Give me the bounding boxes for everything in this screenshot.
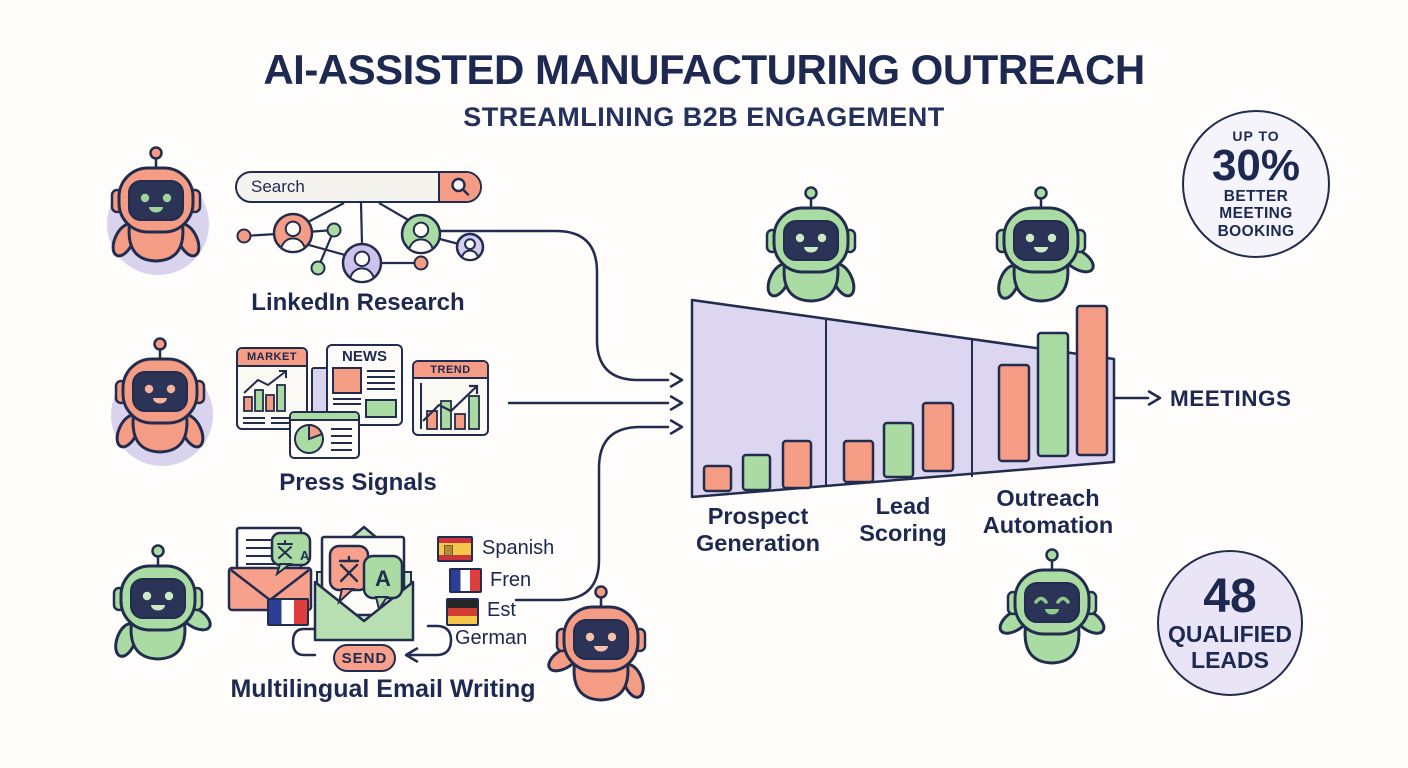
stage-label-lead-scoring: Lead Scoring — [813, 493, 993, 548]
page-title: AI-ASSISTED MANUFACTURING OUTREACH — [263, 46, 1145, 93]
trend-card-header: TREND — [414, 362, 487, 379]
network-dot — [413, 255, 429, 271]
report-card — [289, 411, 360, 459]
germany-flag — [446, 598, 479, 626]
pie-chart-icon — [294, 423, 352, 454]
connector-lines — [434, 229, 1162, 602]
network-dot — [326, 222, 342, 238]
search-button[interactable] — [438, 173, 480, 201]
network-dot — [236, 228, 252, 244]
stage-label-outreach-automation: Outreach Automation — [943, 485, 1153, 540]
stage2-line1: Lead — [875, 493, 931, 519]
market-chart — [243, 370, 295, 424]
badge-meeting-line3: BOOKING — [1217, 222, 1295, 240]
robot-mascot-press — [111, 337, 213, 466]
search-input[interactable]: Search — [235, 171, 482, 203]
robot-mascot-email — [112, 544, 212, 661]
stage2-line2: Scoring — [859, 520, 947, 547]
robot-mascot-linkedin — [107, 146, 209, 275]
spain-flag — [437, 536, 473, 562]
badge-leads-line1: QUALIFIED — [1168, 620, 1292, 647]
search-icon — [451, 177, 470, 196]
send-arrowhead — [404, 647, 419, 663]
meeting-booking-badge: UP TO 30% BETTER MEETING BOOKING — [1182, 110, 1330, 258]
france-flag-small — [449, 568, 482, 593]
robot-mascot-funnel-1 — [765, 186, 857, 303]
trend-card: TREND — [412, 360, 489, 436]
connector-email-to-funnel — [514, 425, 670, 602]
network-dot — [310, 260, 326, 276]
network-person-node — [455, 232, 485, 262]
linkedin-network — [236, 202, 485, 284]
qualified-leads-badge: 48 QUALIFIED LEADS — [1157, 550, 1303, 696]
multilingual-email-label: Multilingual Email Writing — [230, 675, 536, 703]
send-loop-arrows — [291, 624, 453, 663]
translate-icon: A — [270, 531, 312, 577]
svg-text:A: A — [375, 566, 391, 591]
stage-label-prospect-generation: Prospect Generation — [658, 503, 858, 558]
stage3-line2: Automation — [982, 512, 1114, 539]
search-input-value: Search — [251, 177, 305, 196]
translate-bubble-latin: A — [362, 554, 404, 612]
arrowhead-input-1 — [669, 372, 684, 388]
badge-meeting-line1: BETTER — [1223, 188, 1289, 205]
badge-leads-value: 48 — [1203, 569, 1257, 623]
robot-mascot-send — [547, 585, 647, 702]
badge-leads-line2: LEADS — [1191, 647, 1269, 673]
badge-meeting-prefix: UP TO — [1232, 127, 1280, 144]
network-person-node — [272, 212, 314, 254]
robot-mascot-funnel-2 — [995, 186, 1095, 303]
linkedin-research-label: LinkedIn Research — [251, 289, 465, 316]
svg-text:A: A — [300, 548, 310, 563]
connector-linkedin-to-funnel — [434, 229, 670, 382]
arrowhead-meetings — [1147, 390, 1162, 406]
france-flag — [267, 598, 309, 626]
language-label-spanish: Spanish — [482, 537, 555, 559]
badge-meeting-line2: MEETING — [1219, 205, 1293, 223]
news-card-title: NEWS — [342, 348, 387, 365]
arrowhead-input-3 — [669, 419, 684, 435]
arrowhead-input-2 — [669, 395, 684, 411]
language-label-german: German — [455, 627, 528, 649]
press-signals-label: Press Signals — [279, 469, 437, 496]
badge-meeting-value: 30% — [1211, 141, 1301, 190]
stage3-line1: Outreach — [996, 485, 1100, 511]
funnel-bars — [702, 304, 1109, 493]
stage1-line1: Prospect — [707, 503, 809, 529]
meetings-label: MEETINGS — [1170, 386, 1292, 411]
stage1-line2: Generation — [695, 530, 821, 557]
translate-bubble-cjk — [328, 544, 370, 605]
funnel-diagram — [690, 298, 1116, 499]
send-button[interactable]: SEND — [333, 644, 396, 672]
page-subtitle: STREAMLINING B2B ENGAGEMENT — [463, 102, 945, 132]
network-person-node — [341, 242, 383, 284]
email-illustration: A A — [227, 525, 453, 663]
language-label-french: Fren — [490, 569, 532, 591]
robot-mascot-leads — [998, 548, 1106, 665]
network-person-node — [400, 213, 442, 255]
news-layout — [332, 367, 397, 418]
market-card: MARKET — [236, 347, 308, 430]
market-card-header: MARKET — [238, 349, 306, 367]
envelope-green — [313, 580, 415, 642]
trend-chart — [420, 383, 480, 430]
language-label-est: Est — [487, 599, 516, 621]
